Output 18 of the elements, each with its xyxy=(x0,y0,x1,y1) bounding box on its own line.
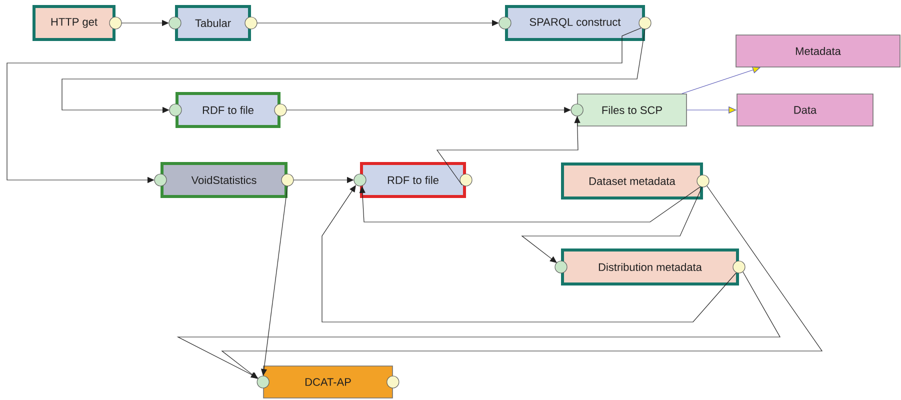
arrow xyxy=(359,186,700,222)
process-box: SPARQL construct xyxy=(498,5,652,41)
process-box: Tabular xyxy=(168,5,258,41)
process-box: VoidStatistics xyxy=(154,162,294,198)
target-box: Data xyxy=(736,94,874,126)
process-box: RDF to file xyxy=(354,162,472,198)
process-box: Distribution metadata xyxy=(554,248,746,286)
process-box: DCAT-AP xyxy=(256,366,400,398)
arrow xyxy=(436,116,580,186)
arrow xyxy=(521,186,702,263)
arrow xyxy=(322,185,736,322)
process-box: Dataset metadata xyxy=(561,162,710,200)
process-box: Files to SCP xyxy=(570,94,687,126)
arrow xyxy=(221,186,823,379)
target-box: Metadata xyxy=(736,34,900,68)
arrow xyxy=(176,272,781,378)
process-box: RDF to file xyxy=(169,92,287,128)
process-box: HTTP get xyxy=(32,5,122,41)
